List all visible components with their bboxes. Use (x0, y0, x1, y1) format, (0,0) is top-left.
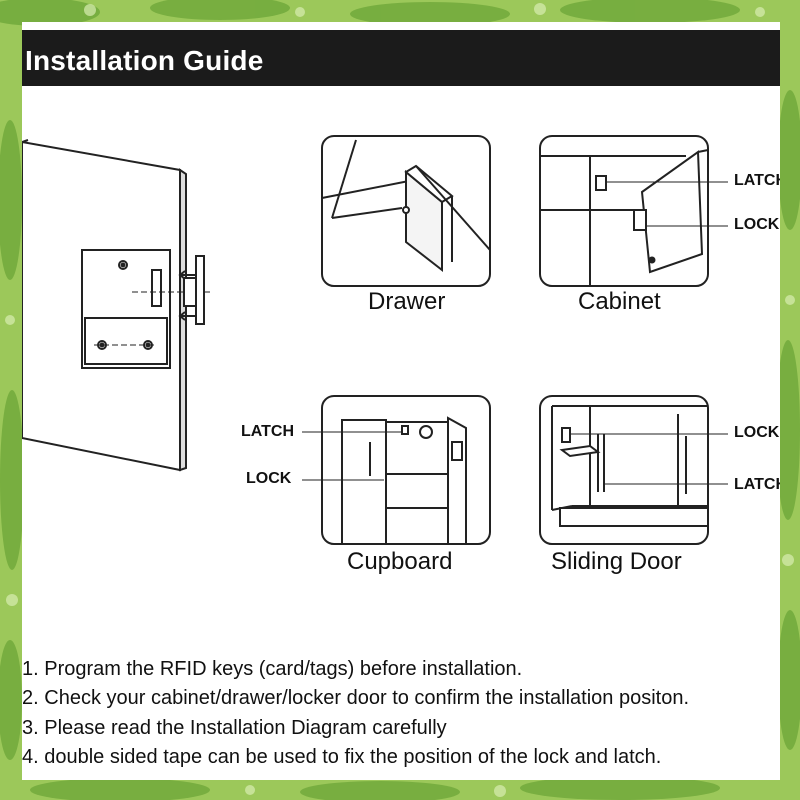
step-number: 4. (22, 746, 39, 768)
step-text: Program the RFID keys (card/tags) before… (44, 658, 523, 680)
cabinet-caption: Cabinet (578, 288, 661, 315)
sliding-door-diagram (539, 395, 728, 545)
step-text: Please read the Installation Diagram car… (44, 717, 447, 739)
cabinet-latch-label: LATCH (734, 172, 780, 189)
step-number: 2. (22, 687, 39, 709)
cabinet-diagram (539, 135, 728, 287)
drawer-diagram (321, 135, 491, 287)
instruction-step: 1. Program the RFID keys (card/tags) bef… (22, 658, 522, 681)
header-bar: Installation Guide (22, 30, 780, 86)
cupboard-caption: Cupboard (347, 548, 453, 575)
guide-sheet: Installation Guide (22, 22, 780, 780)
cupboard-diagram (302, 395, 491, 545)
sliding-latch-label: LATCH (734, 476, 780, 493)
step-text: double sided tape can be used to fix the… (44, 746, 662, 768)
cabinet-lock-label: LOCK (734, 216, 780, 233)
sliding-lock-label: LOCK (734, 424, 780, 441)
step-number: 3. (22, 717, 39, 739)
step-number: 1. (22, 658, 39, 680)
page-title: Installation Guide (25, 45, 264, 76)
instruction-step: 4. double sided tape can be used to fix … (22, 746, 661, 769)
step-text: Check your cabinet/drawer/locker door to… (44, 687, 690, 709)
instruction-step: 3. Please read the Installation Diagram … (22, 717, 447, 740)
cupboard-lock-label: LOCK (246, 470, 292, 487)
drawer-caption: Drawer (368, 288, 446, 315)
instruction-step: 2. Check your cabinet/drawer/locker door… (22, 687, 689, 710)
cupboard-latch-label: LATCH (241, 423, 295, 440)
door-installation-diagram (22, 139, 212, 472)
sliding-door-caption: Sliding Door (551, 548, 682, 575)
